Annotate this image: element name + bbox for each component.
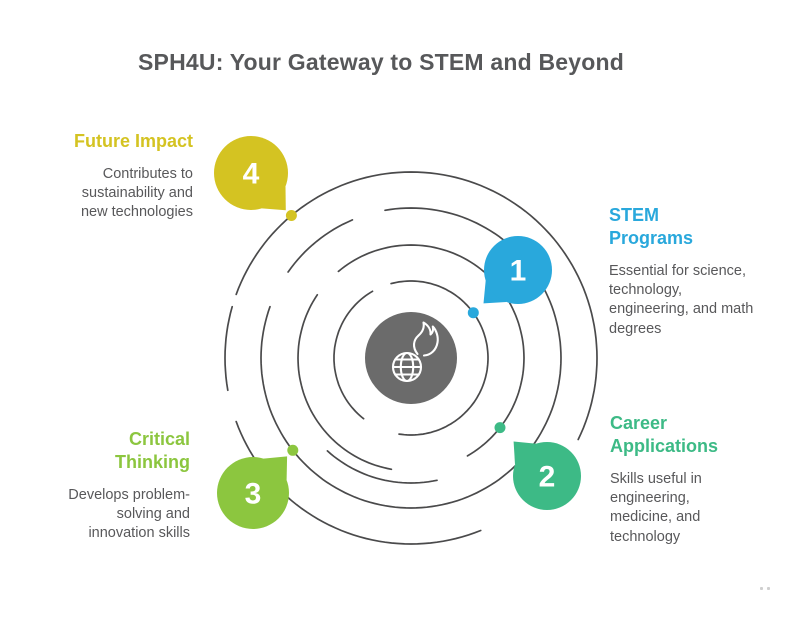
spiral-arc bbox=[224, 305, 234, 392]
future-impact-heading: Future Impact bbox=[73, 131, 193, 151]
bubble-4-circle bbox=[214, 136, 288, 210]
bubble-4-number: 4 bbox=[243, 158, 260, 191]
spiral-arc bbox=[297, 293, 393, 471]
stem-programs-heading: STEM Programs bbox=[609, 205, 694, 248]
critical-thinking-heading: Critical Thinking bbox=[115, 429, 190, 472]
future-impact-description: Contributes to sustainability and new te… bbox=[80, 165, 193, 221]
label-critical-thinking: Critical Thinking Develops problem-solvi… bbox=[30, 428, 190, 544]
page-title: SPH4U: Your Gateway to STEM and Beyond bbox=[138, 49, 624, 75]
career-applications-description: Skills useful in engineering, medicine, … bbox=[610, 470, 702, 545]
spiral-arc bbox=[333, 290, 374, 420]
bubble-4: 4 bbox=[214, 136, 288, 211]
artifact-dot-right bbox=[767, 587, 770, 590]
spiral-arc bbox=[287, 219, 354, 273]
label-stem-programs: STEM Programs Essential for science, tec… bbox=[609, 204, 769, 339]
bubble-3-circle bbox=[217, 457, 289, 529]
artifact-dot-left bbox=[760, 587, 763, 590]
bubble-2: 2 bbox=[513, 441, 581, 510]
bubble-3-number: 3 bbox=[245, 478, 262, 511]
bubble-1-number: 1 bbox=[510, 255, 527, 288]
bubble-1-circle bbox=[484, 236, 552, 304]
spiral-dot-4 bbox=[285, 210, 297, 221]
label-career-applications: Career Applications Skills useful in eng… bbox=[610, 412, 770, 547]
spiral-dot-3 bbox=[287, 444, 299, 456]
bubble-1: 1 bbox=[483, 236, 552, 304]
critical-thinking-description: Develops problem-solving and innovation … bbox=[68, 486, 190, 542]
center-globe-group bbox=[365, 312, 457, 404]
bubble-3: 3 bbox=[217, 456, 289, 529]
career-applications-heading: Career Applications bbox=[610, 413, 719, 456]
bubble-2-circle bbox=[513, 442, 581, 510]
spiral-dot-1 bbox=[467, 307, 479, 319]
globe-flame-icon bbox=[391, 321, 439, 383]
spiral-arc bbox=[390, 280, 489, 436]
label-future-impact: Future Impact Contributes to sustainabil… bbox=[33, 130, 193, 223]
flame-outline bbox=[413, 321, 439, 357]
stem-programs-description: Essential for science, technology, engin… bbox=[609, 262, 754, 337]
spiral-dot-2 bbox=[494, 422, 506, 434]
bubble-2-number: 2 bbox=[539, 461, 556, 494]
spiral-arc bbox=[326, 450, 438, 484]
